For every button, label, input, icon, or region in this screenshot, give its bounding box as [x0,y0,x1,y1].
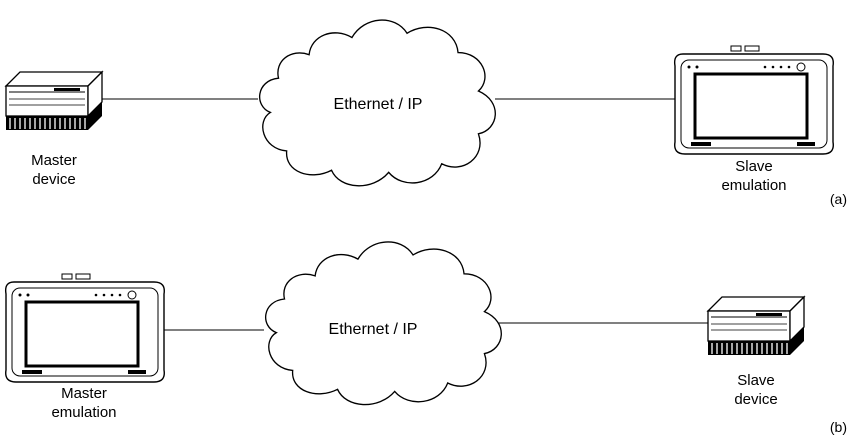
panel-tag: (a) [830,191,847,207]
cloud-label: Ethernet / IP [334,96,423,113]
tablet-tester-icon [4,272,166,384]
panel-b: Ethernet / IP Master emulation Slave dev… [4,241,847,435]
panel-a: Ethernet / IP Master device Slave emulat… [5,19,847,207]
right-node-label-line1: Slave [737,372,775,389]
right-node-label-line2: device [734,391,777,408]
rack-device-icon [707,296,805,356]
tablet-tester-icon [673,44,835,156]
left-node-label-line2: device [32,171,75,188]
cloud-label: Ethernet / IP [329,321,418,338]
left-node-label-line2: emulation [51,404,116,421]
left-node-label-line1: Master [31,152,77,169]
rack-device-icon [5,71,103,131]
right-node-label-line1: Slave [735,158,773,175]
left-node-label-line1: Master [61,385,107,402]
panel-tag: (b) [830,419,847,435]
right-node-label-line2: emulation [721,177,786,194]
